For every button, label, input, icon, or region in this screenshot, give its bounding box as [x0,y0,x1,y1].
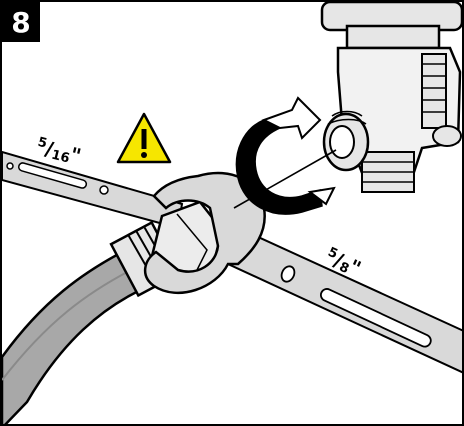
rotation-arrow-icon [235,96,336,215]
warning-triangle-icon [116,112,172,164]
step-number-badge: 8 [2,2,40,42]
supply-hose [2,245,149,424]
threaded-outlet [322,110,370,172]
small-wrench [2,150,184,230]
